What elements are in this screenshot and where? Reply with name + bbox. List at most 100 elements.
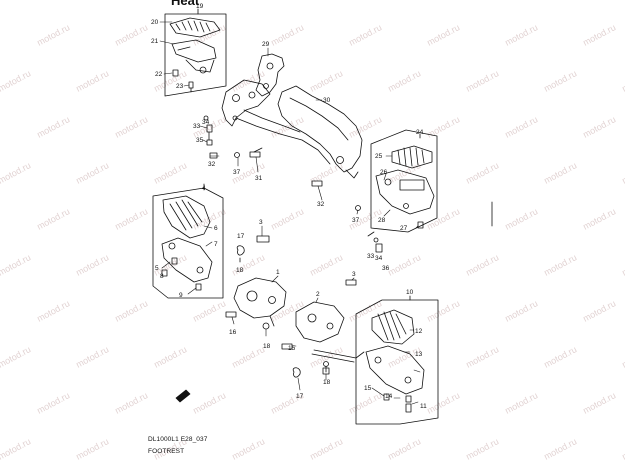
watermark-text: motod.ru [152,0,188,2]
watermark-text: motod.ru [620,436,625,462]
callout-25: 25 [375,153,383,160]
callout-27: 27 [400,225,408,232]
callout-9: 9 [179,292,183,299]
watermark-text: motod.ru [581,114,617,140]
watermark-text: motod.ru [113,206,149,232]
watermark-text: motod.ru [581,390,617,416]
callout-12: 12 [415,328,423,335]
watermark-text: motod.ru [386,436,422,462]
callout-35: 35 [196,137,204,144]
callout-8: 8 [160,273,164,280]
watermark-text: motod.ru [74,68,110,94]
watermark-text: motod.ru [308,252,344,278]
header-title: Heat [171,0,200,8]
callout-18c: 18 [323,379,331,386]
callout-10: 10 [406,289,414,296]
group-box-4 [152,183,224,299]
callout-4: 4 [202,185,206,192]
callout-16: 16 [229,329,237,336]
callout-34b: 34 [375,255,383,262]
watermark-text: motod.ru [542,252,578,278]
watermark-text: motod.ru [347,22,383,48]
watermark-text: motod.ru [0,344,32,370]
watermark-text: motod.ru [347,114,383,140]
watermark-text: motod.ru [191,298,227,324]
watermark-text: motod.ru [620,68,625,94]
watermark-text: motod.ru [503,22,539,48]
callout-32: 32 [208,161,216,168]
callout-24: 24 [416,129,424,136]
watermark-text: motod.ru [269,206,305,232]
watermark-text: motod.ru [464,68,500,94]
watermark-text: motod.ru [152,344,188,370]
watermark-text: motod.ru [464,252,500,278]
callout-33: 33 [193,123,201,130]
watermark-text: motod.ru [0,0,32,2]
callout-1: 1 [276,269,280,276]
watermark-text: motod.ru [464,344,500,370]
watermark-text: motod.ru [620,160,625,186]
watermark-text: motod.ru [542,344,578,370]
left-footpeg-bracket [161,237,213,291]
watermark-text: motod.ru [464,0,500,2]
watermark-text: motod.ru [542,0,578,2]
watermark-text: motod.ru [308,0,344,2]
watermark-text: motod.ru [0,68,32,94]
watermark-text: motod.ru [386,160,422,186]
group-box-10 [355,295,439,425]
watermark-text: motod.ru [113,298,149,324]
watermark-text: motod.ru [425,206,461,232]
main-bracket-assembly-30 [221,79,363,179]
watermark-text: motod.ru [542,436,578,462]
watermark-text: motod.ru [113,114,149,140]
watermark-text: motod.ru [74,252,110,278]
callout-7: 7 [214,241,218,248]
callout-6: 6 [214,225,218,232]
callout-13: 13 [415,351,423,358]
watermark-text: motod.ru [425,390,461,416]
watermark-text: motod.ru [620,0,625,2]
watermark-text: motod.ru [425,298,461,324]
watermark-text: motod.ru [386,68,422,94]
watermark-text: motod.ru [74,436,110,462]
callout-18: 18 [236,267,244,274]
callout-21: 21 [151,38,159,45]
callout-37b: 37 [352,217,360,224]
watermark-text: motod.ru [503,298,539,324]
watermark-text: motod.ru [308,436,344,462]
watermark-text: motod.ru [425,114,461,140]
watermark-text: motod.ru [503,206,539,232]
watermark-text: motod.ru [503,114,539,140]
leader-lines [159,21,421,405]
callout-5: 5 [155,265,159,272]
callout-29: 29 [262,41,270,48]
bracket-2 [295,301,345,343]
callout-2: 2 [316,291,320,298]
upper-left-footpeg-bracket [171,39,217,74]
callout-17: 17 [237,233,245,240]
callout-31: 31 [255,175,263,182]
watermark-text: motod.ru [0,252,32,278]
watermark-text: motod.ru [581,298,617,324]
group-box-19 [164,8,227,97]
watermark-text: motod.ru [347,390,383,416]
watermark-text: motod.ru [0,160,32,186]
watermark-text: motod.ru [230,0,266,2]
callout-30: 30 [323,97,331,104]
diagram-code: DL1000L1 E28_037 [148,436,208,443]
watermark-text: motod.ru [581,206,617,232]
callout-36: 36 [382,265,390,272]
right-footpeg-rubber [391,145,433,169]
callout-26: 26 [380,169,388,176]
watermark-text: motod.ru [35,298,71,324]
watermark-text: motod.ru [113,22,149,48]
callout-33b: 33 [367,253,375,260]
watermark-text: motod.ru [113,390,149,416]
callout-37: 37 [233,169,241,176]
watermark-text: motod.ru [74,0,110,2]
watermark-text: motod.ru [0,436,32,462]
callout-11: 11 [420,403,427,410]
watermark-text: motod.ru [191,390,227,416]
watermark-text: motod.ru [35,390,71,416]
